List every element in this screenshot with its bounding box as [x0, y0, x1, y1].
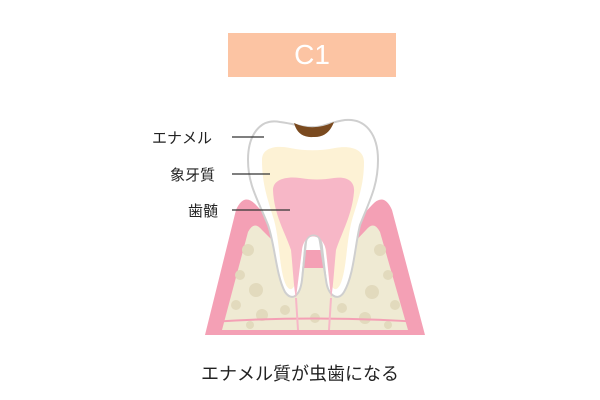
label-enamel: エナメル	[152, 129, 213, 147]
gum-line	[209, 317, 421, 323]
pulp	[273, 177, 355, 298]
cavity	[294, 122, 334, 138]
label-dentin: 象牙質	[170, 166, 216, 184]
bone-dots	[231, 244, 400, 329]
caption: エナメル質が虫歯になる	[201, 364, 399, 385]
leader-lines	[232, 136, 290, 211]
stage-title: C1	[228, 33, 396, 77]
bone	[222, 225, 408, 330]
pulp-outline	[301, 234, 327, 281]
label-pulp: 歯髄	[188, 202, 219, 220]
nerves	[295, 297, 332, 331]
